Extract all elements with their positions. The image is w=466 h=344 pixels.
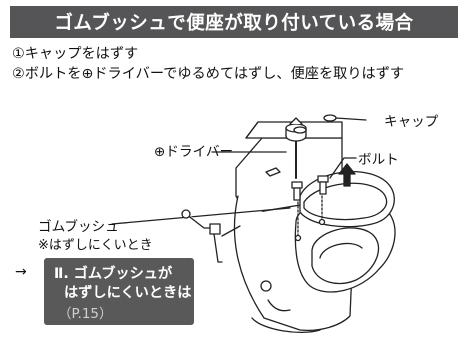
callout-arrow: → (15, 264, 27, 280)
rubber-bush-label: ゴムブッシュ (38, 219, 119, 235)
screwdriver-label-text: ドライバー (165, 144, 234, 160)
tank-handle (265, 167, 281, 177)
hard-to-remove-note: ※はずしにくいとき (38, 238, 153, 253)
lift-arrow (338, 163, 356, 187)
screwdriver-label: ⊕ドライバー (154, 140, 233, 160)
callout-page-ref: （P.15） (58, 306, 113, 322)
bolt-right (317, 175, 329, 195)
reference-callout: Ⅱ. ゴムブッシュが はずしにくいときは （P.15） (44, 258, 194, 325)
step-1: ①キャップをはずす (12, 46, 139, 62)
section-title: ゴムブッシュで便座が取り付いている場合 (10, 6, 458, 38)
cap-label: キャップ (384, 114, 439, 130)
step-2: ②ボルトを⊕ドライバーでゆるめてはずし、便座を取りはずす (12, 66, 405, 82)
plus-screwdriver-icon: ⊕ (154, 144, 166, 160)
bush-leader (111, 207, 291, 225)
callout-line-2: はずしにくいときは (64, 285, 192, 301)
water-supply-pipe (181, 209, 241, 263)
cap-leader (335, 117, 367, 121)
bolt-label: ボルト (358, 152, 399, 168)
toilet-base (233, 195, 353, 332)
cap-icon (293, 114, 337, 134)
bolt-leader (329, 157, 357, 179)
callout-line-1: Ⅱ. ゴムブッシュが (54, 266, 173, 282)
bolt-left (291, 181, 303, 201)
